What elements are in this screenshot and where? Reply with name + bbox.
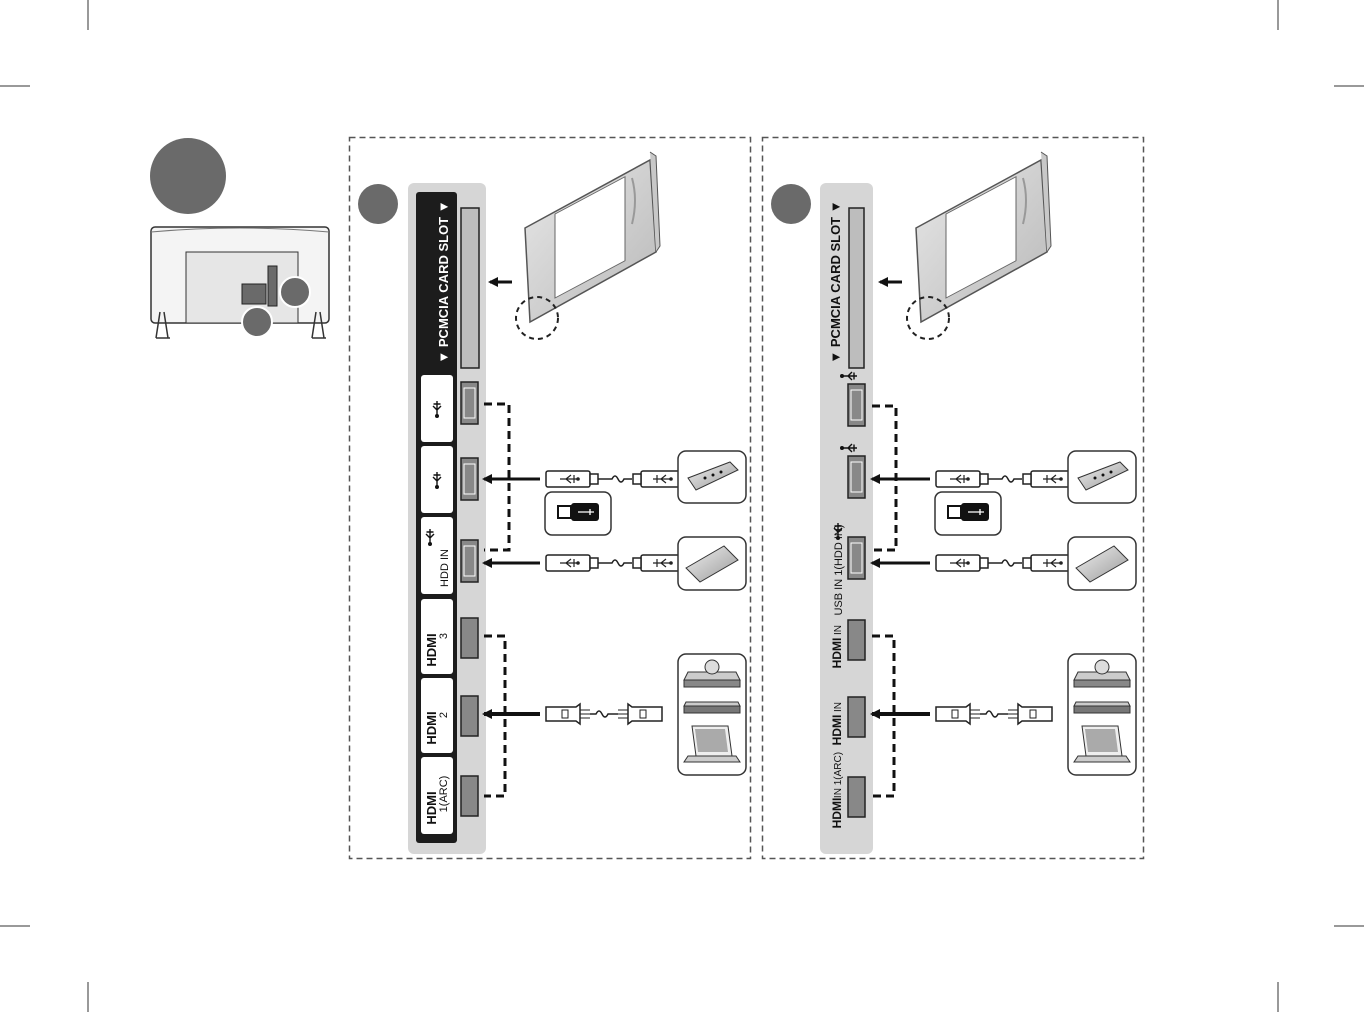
ci-module-icon bbox=[515, 151, 661, 340]
hard-drive-icon bbox=[1067, 536, 1137, 591]
dvd-player-icon bbox=[683, 659, 741, 688]
hdmi-logo: HDMI bbox=[830, 638, 844, 669]
usb-stick-icon bbox=[544, 491, 612, 536]
hdmi-port-3-label: 3 bbox=[438, 633, 450, 639]
panel-b-frame bbox=[761, 136, 1145, 860]
usb-port-1 bbox=[847, 383, 866, 427]
hdmi-port-1-label: 1(ARC) bbox=[438, 776, 450, 813]
hdmi-label-box-3 bbox=[421, 599, 453, 674]
hdmi-logo: HDMI bbox=[424, 791, 439, 824]
usb-port-3-label: HDD IN bbox=[439, 549, 451, 587]
usb-bracket bbox=[484, 402, 511, 552]
hdmi-port-3 bbox=[847, 619, 866, 661]
panel-b-badge bbox=[771, 184, 811, 224]
usb-port-2 bbox=[847, 455, 866, 499]
hdmi-port-2 bbox=[847, 696, 866, 738]
hdmi-port-2 bbox=[460, 695, 479, 737]
set-top-box-icon bbox=[683, 701, 741, 714]
usb-port-3 bbox=[460, 539, 479, 583]
card-detail-circle bbox=[906, 296, 950, 340]
usb-stick-icon bbox=[934, 491, 1002, 536]
hdmi-logo: HDMI bbox=[424, 711, 439, 744]
panel-a-frame bbox=[348, 136, 752, 860]
pcmcia-slot-label: ▼ PCMCIA CARD SLOT ▼ bbox=[828, 200, 843, 363]
hdmi-port-2-label: 2 bbox=[438, 712, 450, 718]
pcmcia-slot bbox=[460, 207, 480, 369]
hdmi-port-1-label: IN 1(ARC) bbox=[833, 752, 844, 798]
callout-badge-b bbox=[241, 306, 273, 338]
hdmi-label-box-2 bbox=[421, 678, 453, 753]
hdmi-logo: HDMI bbox=[424, 633, 439, 666]
hdmi-label-box-1 bbox=[421, 757, 453, 834]
hdmi-port-1 bbox=[460, 775, 479, 817]
hdmi-port-1 bbox=[847, 776, 866, 818]
panel-b: ▼ PCMCIA CARD SLOT ▼ USB IN 1(HDD IN) HD… bbox=[761, 136, 1145, 860]
usb-port-3 bbox=[847, 536, 866, 580]
hdmi-port-2-label: IN bbox=[833, 702, 844, 712]
dvd-player-icon bbox=[1073, 659, 1131, 688]
laptop-icon bbox=[683, 725, 741, 763]
usb-port-1 bbox=[460, 381, 479, 425]
tv-rear-icon bbox=[150, 226, 330, 339]
card-detail-circle bbox=[515, 296, 559, 340]
callout-badge-a bbox=[279, 276, 311, 308]
hard-drive-icon bbox=[677, 536, 747, 591]
pcmcia-slot-label: ▼ PCMCIA CARD SLOT ▼ bbox=[436, 200, 451, 363]
hdmi-logo: HDMI bbox=[830, 715, 844, 746]
hdmi-logo: HDMI bbox=[830, 798, 844, 829]
pcmcia-slot bbox=[848, 207, 865, 369]
panel-a: ▼ PCMCIA CARD SLOT ▼ HDD IN HDMI 3 HDMI … bbox=[348, 136, 752, 860]
usb-port-2 bbox=[460, 457, 479, 501]
panel-a-badge bbox=[358, 184, 398, 224]
usb-port-3-label: USB IN 1(HDD IN) bbox=[833, 524, 845, 615]
step-badge bbox=[150, 138, 226, 214]
hdmi-port-3 bbox=[460, 617, 479, 659]
usb-hub-icon bbox=[1067, 450, 1137, 504]
set-top-box-icon bbox=[1073, 701, 1131, 714]
usb-hub-icon bbox=[677, 450, 747, 504]
ci-module-icon bbox=[906, 151, 1052, 340]
laptop-icon bbox=[1073, 725, 1131, 763]
hdmi-port-3-label: IN bbox=[833, 625, 844, 635]
